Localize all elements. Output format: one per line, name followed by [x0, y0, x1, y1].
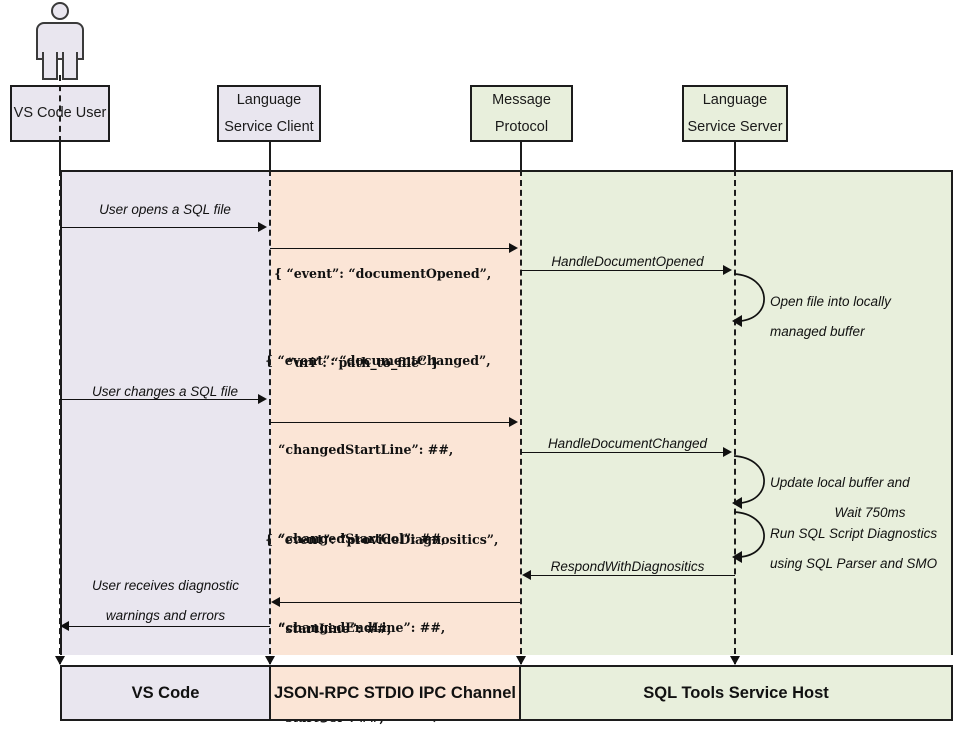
- arrowhead-handle-document-opened: [723, 265, 732, 275]
- self-call-open-file-line2: managed buffer: [770, 324, 865, 340]
- self-call-loop-update-buffer-icon: [732, 455, 765, 509]
- lifeline-stub-vscode-user: [59, 142, 61, 170]
- arrowhead-user-opens: [258, 222, 267, 232]
- stick-figure-head-icon: [51, 2, 69, 20]
- payload-document-changed-line-4: “changedEndLine”: ##,: [265, 619, 446, 635]
- lifeline-stub-message-protocol: [520, 142, 522, 170]
- message-label-user-receives-line1: User receives diagnostic: [91, 578, 240, 593]
- arrowhead-user-changes: [258, 394, 267, 404]
- arrowhead-respond-with-diagnositics: [522, 570, 531, 580]
- payload-document-changed-line-1: { “event”: “documentChanged”,: [265, 353, 491, 369]
- participant-message-protocol[interactable]: Message Protocol: [470, 85, 573, 142]
- arrow-user-changes: [60, 399, 259, 400]
- participant-language-service-client-line1: Language: [236, 91, 302, 108]
- participant-message-protocol-line2: Protocol: [494, 118, 549, 135]
- payload-document-changed-line-2: “changedStartLine”: ##,: [265, 441, 454, 457]
- message-label-user-receives: User receives diagnostic warnings and er…: [60, 571, 271, 632]
- payload-provide-diagnositics-line-1: { “event”: “provideDiagnositics”,: [265, 532, 499, 548]
- footer-vs-code-label: VS Code: [131, 683, 200, 702]
- band-vscode: [60, 170, 271, 655]
- lifeline-language-service-server: [734, 170, 736, 664]
- message-label-user-opens: User opens a SQL file: [99, 202, 231, 217]
- self-call-label-open-file: Open file into locally managed buffer: [770, 287, 962, 348]
- self-call-run-diagnostics-line1: Run SQL Script Diagnostics: [770, 526, 938, 541]
- lifeline-vscode-user-top: [59, 75, 61, 142]
- arrow-client-to-protocol-opened: [270, 248, 510, 249]
- participant-language-service-server-line1: Language: [702, 91, 768, 108]
- lifeline-stub-language-service-client: [269, 142, 271, 170]
- self-call-update-buffer-line2: Wait 750ms: [834, 505, 906, 521]
- arrowhead-client-to-protocol-changed: [509, 417, 518, 427]
- arrowhead-client-to-protocol-opened: [509, 243, 518, 253]
- footer-json-rpc-channel[interactable]: JSON-RPC STDIO IPC Channel: [269, 665, 521, 721]
- payload-provide-diagnositics-line-2: “startLine”: ##,: [265, 620, 392, 636]
- message-label-respond-with-diagnositics: RespondWithDiagnositics: [550, 559, 705, 574]
- arrow-protocol-to-client-diagnostics: [280, 602, 520, 603]
- footer-json-rpc-channel-label: JSON-RPC STDIO IPC Channel: [273, 683, 517, 702]
- participant-language-service-client[interactable]: Language Service Client: [217, 85, 321, 142]
- lifeline-end-arrow-language-service-server: [730, 656, 740, 665]
- user-stick-figure-icon: [30, 2, 90, 80]
- band-ipc-channel: [271, 170, 521, 655]
- payload-document-opened-line-1: { “event”: “documentOpened”,: [274, 266, 492, 282]
- lifeline-end-arrow-vscode-user: [55, 656, 65, 665]
- lifeline-stub-language-service-server: [734, 142, 736, 170]
- payload-document-changed-line-3: “changedStartCol”: ##,: [265, 530, 446, 546]
- self-call-loop-open-file-icon: [732, 273, 765, 327]
- arrowhead-protocol-to-client-diagnostics: [271, 597, 280, 607]
- self-call-open-file-line1: Open file into locally: [770, 294, 891, 309]
- self-call-label-run-diagnostics: Run SQL Script Diagnostics using SQL Par…: [770, 519, 960, 580]
- arrow-user-opens: [60, 227, 259, 228]
- self-call-loop-run-diagnostics-icon: [732, 511, 765, 563]
- message-label-handle-document-opened: HandleDocumentOpened: [551, 254, 704, 269]
- arrowhead-handle-document-changed: [723, 447, 732, 457]
- arrow-handle-document-changed: [521, 452, 724, 453]
- arrow-client-to-protocol-changed: [270, 422, 510, 423]
- participant-message-protocol-line1: Message: [492, 91, 551, 108]
- footer-sql-tools-service-host-label: SQL Tools Service Host: [643, 683, 829, 702]
- lifeline-vscode-user: [59, 170, 61, 664]
- stick-figure-right-leg-icon: [62, 52, 78, 80]
- participant-language-service-client-line2: Service Client: [224, 118, 314, 135]
- stick-figure-left-leg-icon: [42, 52, 58, 80]
- lifeline-language-service-client: [269, 170, 271, 664]
- footer-vs-code[interactable]: VS Code: [60, 665, 271, 721]
- lifeline-message-protocol: [520, 170, 522, 664]
- arrow-respond-with-diagnositics: [531, 575, 735, 576]
- footer-sql-tools-service-host[interactable]: SQL Tools Service Host: [519, 665, 953, 721]
- arrow-handle-document-opened: [521, 270, 724, 271]
- message-label-user-receives-line2: warnings and errors: [105, 608, 226, 624]
- lifeline-end-arrow-message-protocol: [516, 656, 526, 665]
- participant-language-service-server-line2: Service Server: [687, 118, 783, 135]
- self-call-run-diagnostics-line2: using SQL Parser and SMO: [770, 556, 938, 572]
- arrowhead-user-receives: [60, 621, 69, 631]
- lifeline-end-arrow-language-service-client: [265, 656, 275, 665]
- payload-document-opened: { “event”: “documentOpened”, “uri”: “pat…: [274, 200, 491, 437]
- band-tools-service-host: [521, 170, 953, 655]
- message-label-user-changes: User changes a SQL file: [91, 384, 239, 399]
- self-call-label-update-buffer: Update local buffer and Wait 750ms: [770, 468, 962, 529]
- message-label-handle-document-changed: HandleDocumentChanged: [547, 436, 708, 451]
- participant-language-service-server[interactable]: Language Service Server: [682, 85, 788, 142]
- payload-document-opened-line-2: “uri”: “path_to_file” }: [274, 354, 439, 370]
- arrow-user-receives: [69, 626, 270, 627]
- self-call-update-buffer-line1: Update local buffer and: [770, 475, 910, 490]
